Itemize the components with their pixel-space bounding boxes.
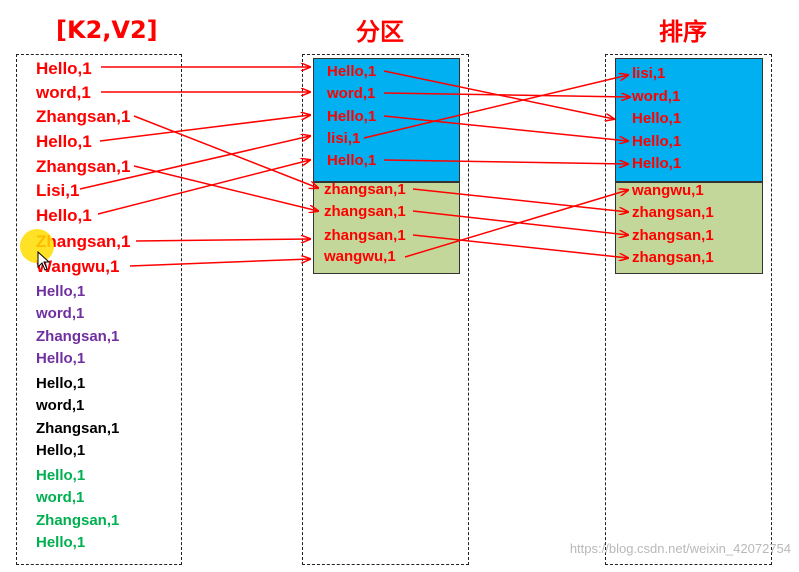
mouse-pointer-icon	[37, 251, 51, 271]
kv-pair: Hello,1	[36, 375, 86, 392]
kv-pair: word,1	[36, 489, 85, 506]
header-partition: 分区	[356, 18, 404, 46]
partition-item: zhangsan,1	[324, 181, 406, 198]
arrow-left-to-partition	[129, 259, 310, 267]
kv-pair: word,1	[36, 305, 85, 322]
arrow-left-to-partition	[133, 115, 318, 188]
kv-pair: Hello,1	[36, 467, 86, 484]
sorted-item: lisi,1	[632, 65, 666, 82]
header-sort: 排序	[659, 18, 707, 46]
kv-pair: Zhangsan,1	[36, 232, 131, 251]
arrow-left-to-partition	[133, 165, 318, 211]
sorted-column-box	[605, 54, 772, 565]
arrow-partition-to-sorted	[383, 115, 628, 141]
arrow-left-to-partition	[97, 160, 310, 215]
arrow-left-to-partition	[99, 115, 310, 142]
kv-pair: Zhangsan,1	[36, 157, 131, 176]
cursor-highlight	[20, 229, 54, 263]
partition-item: word,1	[327, 85, 376, 102]
arrow-partition-to-sorted	[363, 75, 628, 139]
partition-item: wangwu,1	[324, 248, 396, 265]
kv-pair: Zhangsan,1	[36, 328, 120, 345]
sorted-item: zhangsan,1	[632, 227, 714, 244]
kv-pair: word,1	[36, 83, 91, 102]
sorted-item: zhangsan,1	[632, 204, 714, 221]
partition-item: Hello,1	[327, 63, 377, 80]
sorted-item: word,1	[632, 88, 681, 105]
sorted-green-block	[615, 182, 763, 274]
arrow-partition-to-sorted	[412, 188, 628, 212]
partition-item: zhangsan,1	[324, 203, 406, 220]
sorted-item: Hello,1	[632, 155, 682, 172]
arrow-partition-to-sorted	[383, 159, 628, 164]
partition-item: Hello,1	[327, 108, 377, 125]
kv-pair: Hello,1	[36, 132, 92, 151]
kv-pair: Hello,1	[36, 283, 86, 300]
watermark-url: https://blog.csdn.net/weixin_42072754	[569, 541, 791, 556]
sorted-item: Hello,1	[632, 133, 682, 150]
partition-item: lisi,1	[327, 130, 361, 147]
kv-pair: Hello,1	[36, 442, 86, 459]
k2-v2-column-box	[16, 54, 182, 565]
arrow-left-to-partition	[79, 136, 310, 190]
sorted-item: wangwu,1	[632, 182, 704, 199]
sorted-item: zhangsan,1	[632, 249, 714, 266]
kv-pair: Hello,1	[36, 350, 86, 367]
sorted-item: Hello,1	[632, 110, 682, 127]
kv-pair: Zhangsan,1	[36, 420, 120, 437]
arrow-partition-to-sorted	[383, 92, 630, 97]
header-k2-v2: [K2,V2]	[56, 16, 158, 44]
kv-pair: Zhangsan,1	[36, 512, 120, 529]
arrow-partition-to-sorted	[412, 234, 628, 258]
sorted-blue-block	[615, 58, 763, 182]
arrow-partition-to-sorted	[404, 190, 628, 258]
arrow-left-to-partition	[135, 239, 310, 241]
partition-item: Hello,1	[327, 152, 377, 169]
partition-green-block	[313, 182, 460, 274]
kv-pair: word,1	[36, 397, 85, 414]
kv-pair: Hello,1	[36, 534, 86, 551]
kv-pair: Lisi,1	[36, 181, 80, 200]
kv-pair: Hello,1	[36, 206, 92, 225]
kv-pair: Hello,1	[36, 59, 92, 78]
kv-pair: Zhangsan,1	[36, 107, 131, 126]
kv-pair: Wangwu,1	[36, 257, 120, 276]
partition-column-box	[302, 54, 469, 565]
partition-item: zhangsan,1	[324, 227, 406, 244]
